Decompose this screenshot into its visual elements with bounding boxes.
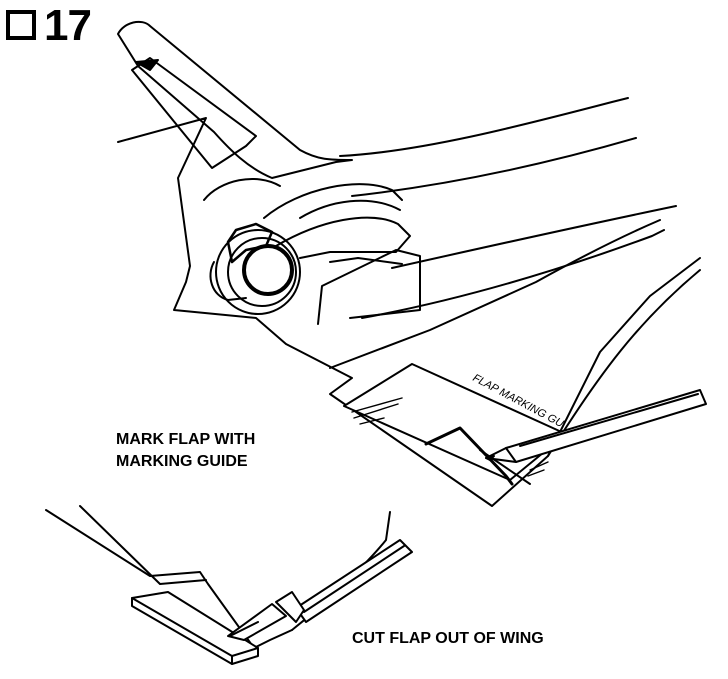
engine-nozzle-inner bbox=[242, 244, 294, 296]
tail-fin-rudder bbox=[131, 57, 257, 169]
engine-pod-top bbox=[263, 183, 403, 219]
inset-wing-edge bbox=[45, 509, 293, 649]
engine-nozzle-body bbox=[209, 261, 247, 301]
caption-mark-line1: MARK FLAP WITH bbox=[116, 431, 256, 448]
fuselage-top-line bbox=[339, 97, 629, 157]
hobby-knife bbox=[227, 539, 413, 641]
fuselage-line-2 bbox=[351, 137, 637, 197]
step-number: 17 bbox=[44, 1, 92, 50]
engine-nozzle-bracket bbox=[226, 222, 274, 264]
engine-pod-ridge bbox=[299, 199, 401, 219]
tail-fin-tip bbox=[135, 59, 159, 71]
caption-cut-flap: CUT FLAP OUT OF WING bbox=[352, 630, 544, 647]
step-checkbox[interactable] bbox=[6, 10, 36, 40]
fuselage-belly-line bbox=[361, 229, 665, 319]
engine-pod-fairing bbox=[329, 257, 403, 265]
fuselage-line-3 bbox=[391, 205, 677, 269]
inset-wing-edge-2 bbox=[79, 505, 207, 585]
engine-body-curve bbox=[203, 178, 281, 201]
wing-trailing-curve bbox=[547, 269, 701, 457]
marking-guide-sheet: FLAP MARKING GU bbox=[343, 363, 567, 486]
engine-nozzle-ring bbox=[227, 237, 297, 307]
caption-mark-flap: MARK FLAP WITH MARKING GUIDE bbox=[116, 429, 255, 473]
pencil bbox=[485, 389, 707, 463]
cut-flap-piece bbox=[131, 591, 259, 665]
engine-pod-body bbox=[275, 216, 411, 259]
tail-fin bbox=[117, 20, 353, 179]
caption-mark-line2: MARKING GUIDE bbox=[116, 453, 248, 470]
wing-outline bbox=[117, 117, 701, 507]
engine-pod-lower bbox=[317, 249, 421, 325]
engine-nozzle-outer bbox=[215, 229, 301, 315]
fuselage-lower-line bbox=[329, 219, 661, 369]
